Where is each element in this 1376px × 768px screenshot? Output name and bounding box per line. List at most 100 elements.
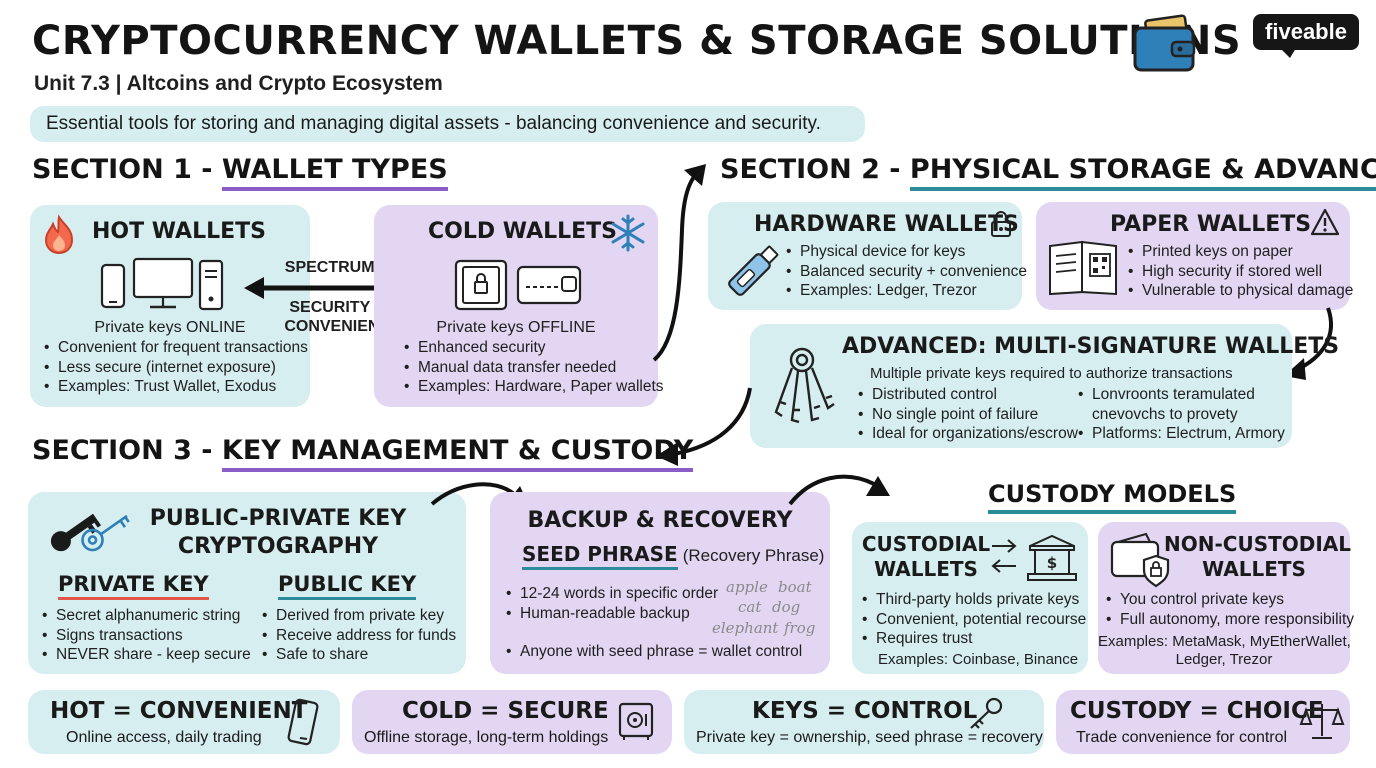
list-item: Receive address for funds (262, 626, 456, 646)
list-item: Convenient, potential recourse (862, 610, 1086, 630)
key-cryptography-card: PUBLIC-PRIVATE KEY CRYPTOGRAPHY PRIVATE … (28, 492, 466, 674)
backup-final-bullet: Anyone with seed phrase = wallet control (506, 642, 802, 662)
section-3-title: KEY MANAGEMENT & CUSTODY (221, 435, 694, 472)
paper-wallets-card: PAPER WALLETS Printed keys on paper High… (1036, 202, 1353, 310)
list-item: Requires trust (862, 629, 1086, 649)
paper-qr-icon (1049, 240, 1117, 296)
list-item-text: Lonvroonts teramulated (1092, 386, 1255, 403)
svg-text:$: $ (1047, 554, 1057, 572)
list-item: Human-readable backup (506, 604, 718, 624)
crypto-title-line1: PUBLIC-PRIVATE KEY (149, 506, 407, 531)
list-item: Full autonomy, more responsibility (1106, 610, 1354, 630)
list-item: Examples: Trust Wallet, Exodus (44, 377, 308, 397)
private-key-heading: PRIVATE KEY (58, 572, 209, 600)
scales-icon (1299, 704, 1345, 739)
safe-icon (618, 702, 654, 740)
tagline-banner: Essential tools for storing and managing… (30, 106, 865, 142)
spectrum-label-3: CONVENIENCE (284, 318, 402, 335)
noncustodial-examples-2: Ledger, Trezor (1175, 651, 1273, 668)
footer-hot-title: HOT = CONVENIENT (50, 698, 308, 724)
key-pair-icon (50, 513, 130, 552)
list-item: Examples: Hardware, Paper wallets (404, 377, 664, 397)
cold-wallets-caption: Private keys OFFLINE (436, 319, 596, 336)
devices-icon (100, 257, 224, 311)
list-item: Balanced security + convenience (786, 262, 1027, 282)
paper-wallets-title: PAPER WALLETS (1110, 212, 1312, 237)
list-item: Manual data transfer needed (404, 358, 664, 378)
custody-heading: CUSTODY MODELS (988, 480, 1237, 514)
footer-card-hot: HOT = CONVENIENT Online access, daily tr… (28, 690, 340, 754)
wallet-icon (1133, 14, 1196, 72)
private-key-bullets: Secret alphanumeric string Signs transac… (42, 606, 251, 665)
seed-word: dog (772, 598, 801, 616)
cold-wallets-title: COLD WALLETS (428, 219, 618, 244)
seed-word: apple (726, 578, 768, 596)
list-item: Distributed control (858, 385, 1078, 405)
public-key-title: PUBLIC KEY (278, 572, 417, 600)
list-item: Convenient for frequent transactions (44, 338, 308, 358)
backup-title: BACKUP & RECOVERY (527, 508, 793, 533)
footer-keys-sub: Private key = ownership, seed phrase = r… (696, 729, 1043, 746)
brand-logo[interactable]: fiveable (1253, 14, 1359, 50)
list-item: 12-24 words in specific order (506, 584, 718, 604)
seed-phrase-subtitle: (Recovery Phrase) (682, 546, 825, 565)
noncustodial-examples-1: Examples: MetaMask, MyEtherWallet, (1098, 633, 1351, 650)
logo-tail (1280, 48, 1296, 58)
cold-wallets-card: COLD WALLETS Private keys OFFLINE Enhanc… (374, 205, 664, 407)
key-icon (970, 697, 1003, 729)
seed-word: boat (778, 578, 812, 596)
keys-icon (774, 347, 835, 424)
backup-bullets: 12-24 words in specific order Human-read… (506, 584, 718, 623)
custodial-examples: Examples: Coinbase, Binance (878, 651, 1079, 668)
list-item: Less secure (internet exposure) (44, 358, 308, 378)
section-1-title: WALLET TYPES (221, 154, 448, 191)
list-item-text: Platforms: Electrum, Armory (1092, 425, 1285, 442)
hardware-wallets-title: HARDWARE WALLETS (754, 212, 1019, 237)
seed-word: cat (738, 598, 762, 616)
safe-and-card-icon (454, 259, 582, 311)
footer-card-cold: COLD = SECURE Offline storage, long-term… (352, 690, 672, 754)
section-2-prefix: SECTION 2 - (720, 154, 910, 185)
custodial-wallets-card: CUSTODIAL WALLETS $ Third-party holds pr… (852, 522, 1088, 674)
list-item: Examples: Ledger, Trezor (786, 281, 1027, 301)
noncustodial-bullets: You control private keys Full autonomy, … (1106, 590, 1354, 629)
noncustodial-wallets-card: NON-CUSTODIAL WALLETS You control privat… (1098, 522, 1354, 674)
fire-icon (44, 214, 74, 255)
footer-cold-sub: Offline storage, long-term holdings (364, 729, 609, 746)
crypto-title-line2: CRYPTOGRAPHY (177, 534, 379, 559)
custodial-bullets: Third-party holds private keys Convenien… (862, 590, 1086, 649)
multisig-wallets-card: ADVANCED: MULTI-SIGNATURE WALLETS Multip… (750, 324, 1339, 448)
section-3-prefix: SECTION 3 - (32, 435, 222, 466)
section-2-title: PHYSICAL STORAGE & ADVANCED (909, 154, 1376, 191)
section-2-heading: SECTION 2 - PHYSICAL STORAGE & ADVANCED (720, 154, 1376, 191)
curved-arrow-icon (788, 474, 890, 506)
footer-card-keys: KEYS = CONTROL Private key = ownership, … (684, 690, 1044, 754)
noncustodial-title-line2: WALLETS (1202, 557, 1306, 581)
custody-title: CUSTODY MODELS (988, 480, 1237, 514)
warning-icon (1310, 208, 1340, 236)
snowflake-icon (611, 214, 645, 252)
private-key-title: PRIVATE KEY (58, 572, 209, 600)
seed-word: elephant (712, 619, 779, 637)
curved-arrow-icon (656, 387, 752, 466)
hardware-wallets-card: HARDWARE WALLETS Physical device for key… (708, 202, 1027, 310)
list-item: Secret alphanumeric string (42, 606, 251, 626)
public-key-heading: PUBLIC KEY (278, 572, 417, 600)
list-item: Physical device for keys (786, 242, 1027, 262)
list-item: Signs transactions (42, 626, 251, 646)
hot-wallets-bullets: Convenient for frequent transactions Les… (44, 338, 308, 397)
list-item: High security if stored well (1128, 262, 1353, 282)
footer-cold-title: COLD = SECURE (402, 698, 609, 724)
hot-wallets-caption: Private keys ONLINE (94, 319, 246, 336)
paper-wallets-bullets: Printed keys on paper High security if s… (1128, 242, 1353, 301)
page-subtitle: Unit 7.3 | Altcoins and Crypto Ecosystem (34, 72, 443, 95)
section-3-heading: SECTION 3 - KEY MANAGEMENT & CUSTODY (32, 435, 694, 472)
seed-phrase-title: SEED PHRASE (522, 542, 678, 570)
phone-icon (287, 698, 319, 746)
list-item: No single point of failure (858, 405, 1078, 425)
list-item: Derived from private key (262, 606, 456, 626)
backup-recovery-card: BACKUP & RECOVERY SEED PHRASE (Recovery … (490, 492, 830, 674)
list-item: •Platforms: Electrum, Armory (1078, 425, 1285, 442)
list-item: NEVER share - keep secure (42, 645, 251, 665)
lock-icon (991, 211, 1011, 237)
